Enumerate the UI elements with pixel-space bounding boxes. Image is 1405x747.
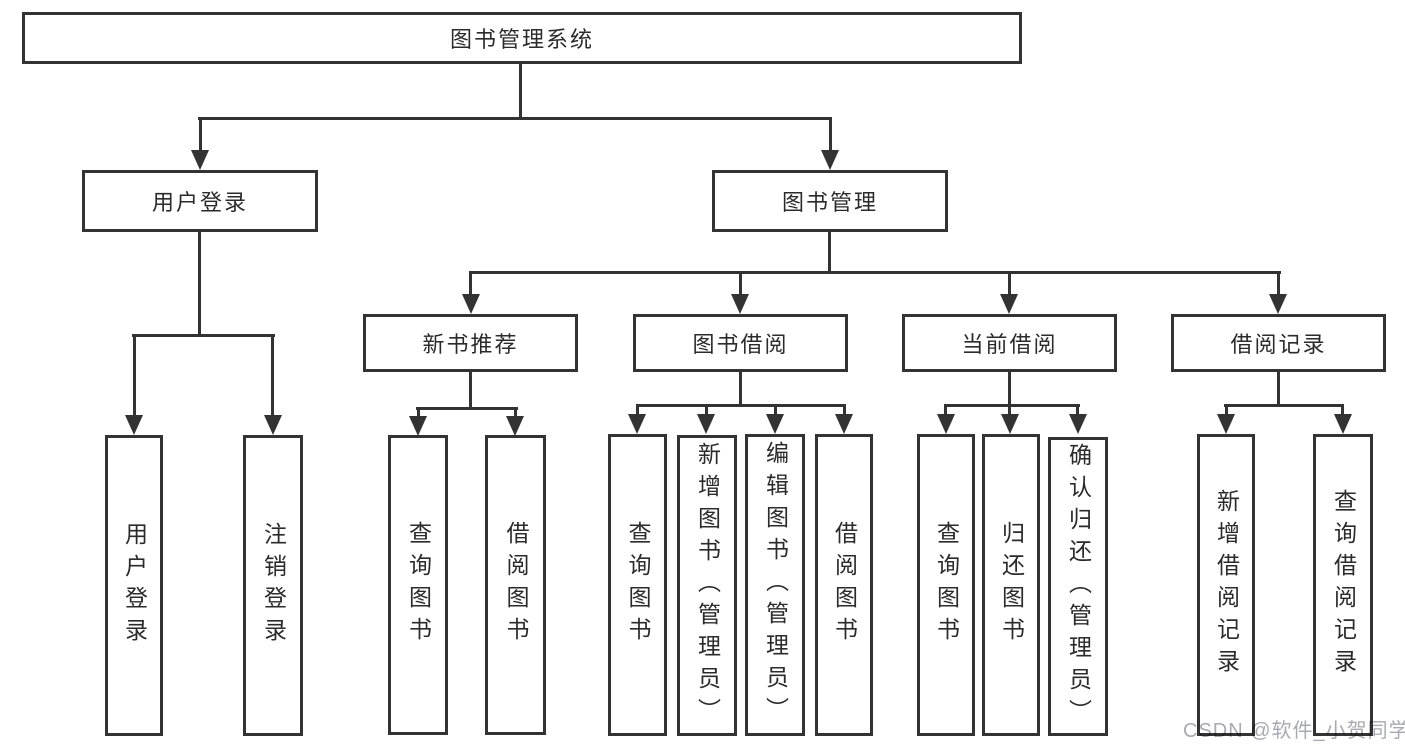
connector-line (705, 405, 708, 415)
connector-line (199, 118, 202, 151)
connector-line (828, 232, 831, 273)
connector-line (636, 404, 846, 407)
arrow-down-icon (1069, 414, 1087, 434)
leaf-confirm-return-admin: 确认归还（管理员） (1048, 437, 1108, 736)
leaf-label: 查询图书 (933, 521, 960, 649)
connector-line (1341, 405, 1344, 415)
arrow-down-icon (191, 150, 209, 170)
arrow-down-icon (462, 294, 480, 314)
leaf-label: 借阅图书 (503, 521, 529, 649)
leaf-add-books-admin: 新增图书（管理员） (677, 435, 737, 736)
connector-line (1076, 405, 1079, 415)
arrow-down-icon (1000, 294, 1018, 314)
node-user-login: 用户登录 (82, 170, 318, 232)
leaf-label: 查询图书 (625, 521, 651, 649)
connector-line (469, 271, 1281, 274)
node-label: 当前借阅 (961, 332, 1058, 357)
leaf-user-login: 用户登录 (105, 435, 163, 736)
leaf-label: 归还图书 (998, 521, 1025, 649)
arrow-down-icon (506, 416, 524, 436)
node-root-system: 图书管理系统 (22, 12, 1022, 64)
leaf-return-books: 归还图书 (982, 434, 1040, 736)
connector-line (944, 404, 1080, 407)
arrow-down-icon (125, 415, 143, 435)
connector-line (1008, 405, 1011, 415)
connector-line (1008, 272, 1011, 294)
connector-line (198, 232, 201, 336)
arrow-down-icon (937, 414, 955, 434)
node-borrow-records: 借阅记录 (1171, 314, 1386, 372)
leaf-label: 用户登录 (121, 521, 148, 650)
arrow-down-icon (1217, 414, 1235, 434)
arrow-down-icon (264, 415, 282, 435)
leaf-label: 借阅图书 (831, 521, 858, 649)
connector-line (514, 408, 517, 418)
arrow-down-icon (1269, 294, 1287, 314)
leaf-add-borrow-record: 新增借阅记录 (1197, 434, 1255, 736)
connector-line (1225, 405, 1228, 415)
leaf-query-borrow-record: 查询借阅记录 (1313, 434, 1373, 736)
connector-line (133, 335, 136, 415)
leaf-label: 新增图书（管理员） (694, 441, 721, 730)
leaf-label: 编辑图书（管理员） (762, 441, 789, 729)
connector-line (1277, 372, 1280, 406)
connector-line (1224, 404, 1344, 407)
leaf-query-books-recommend: 查询图书 (388, 435, 448, 735)
leaf-query-books-borrow: 查询图书 (608, 434, 667, 736)
leaf-borrow-books: 借阅图书 (815, 434, 873, 736)
leaf-label: 新增借阅记录 (1213, 489, 1240, 681)
csdn-watermark: CSDN @软件_小贺同学 (1183, 720, 1405, 742)
connector-line (739, 372, 742, 406)
connector-line (1277, 272, 1280, 294)
node-label: 图书管理 (781, 190, 878, 215)
node-book-management: 图书管理 (712, 170, 948, 232)
node-label: 新书推荐 (422, 332, 519, 357)
arrow-down-icon (821, 150, 839, 170)
connector-line (519, 64, 522, 118)
leaf-borrow-books-recommend: 借阅图书 (485, 435, 546, 735)
arrow-down-icon (409, 416, 427, 436)
arrow-down-icon (731, 294, 749, 314)
connector-line (416, 407, 518, 410)
node-new-book-recommend: 新书推荐 (363, 314, 578, 372)
leaf-edit-books-admin: 编辑图书（管理员） (745, 434, 805, 736)
node-label: 用户登录 (151, 190, 248, 215)
connector-line (198, 117, 832, 120)
leaf-label: 确认归还（管理员） (1065, 442, 1092, 731)
arrow-down-icon (628, 414, 646, 434)
arrow-down-icon (766, 414, 784, 434)
node-label: 借阅记录 (1230, 332, 1327, 357)
arrow-down-icon (1001, 414, 1019, 434)
connector-line (417, 408, 420, 418)
connector-line (1008, 372, 1011, 406)
arrow-down-icon (697, 414, 715, 434)
connector-line (469, 272, 472, 294)
leaf-label: 查询借阅记录 (1330, 489, 1357, 681)
node-book-borrow: 图书借阅 (633, 314, 848, 372)
node-current-borrow: 当前借阅 (902, 314, 1117, 372)
leaf-logout: 注销登录 (243, 435, 303, 736)
leaf-label: 注销登录 (260, 521, 287, 650)
connector-line (944, 405, 947, 415)
connector-line (843, 405, 846, 415)
arrow-down-icon (835, 414, 853, 434)
arrow-down-icon (1334, 414, 1352, 434)
node-label: 图书管理系统 (449, 27, 594, 52)
connector-line (271, 335, 274, 415)
connector-line (739, 272, 742, 294)
connector-line (469, 372, 472, 409)
leaf-query-books-current: 查询图书 (917, 434, 975, 736)
connector-line (829, 118, 832, 151)
connector-line (774, 405, 777, 415)
node-label: 图书借阅 (692, 332, 789, 357)
leaf-label: 查询图书 (405, 521, 432, 649)
connector-line (636, 405, 639, 415)
connector-line (132, 334, 275, 337)
